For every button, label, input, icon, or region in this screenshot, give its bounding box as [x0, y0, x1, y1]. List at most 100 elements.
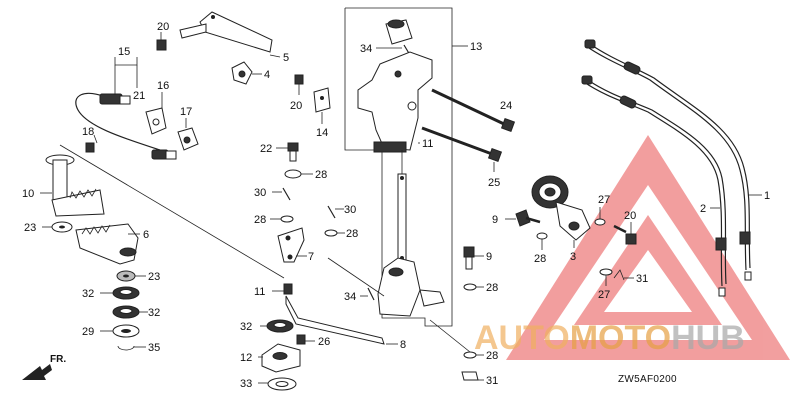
- bracket-15: [313, 87, 331, 113]
- bearing-32-a: [112, 286, 140, 300]
- assembly-box-outline: [344, 7, 453, 327]
- callout-label: 1: [764, 190, 770, 202]
- leader-19: [93, 134, 98, 144]
- watermark-logo: [506, 135, 790, 360]
- callout-label: 33: [240, 378, 252, 390]
- washer-25: [594, 218, 606, 226]
- callout-label: 11: [254, 286, 265, 298]
- bearing-32-b: [112, 305, 140, 319]
- callout-label: 31: [486, 375, 498, 387]
- washer-28-right-a: [463, 283, 477, 291]
- callout-label: 9: [492, 214, 498, 226]
- callout-label: 27: [598, 194, 610, 206]
- callout-label: 6: [143, 229, 149, 241]
- callout-label: 31: [636, 273, 648, 285]
- bearing-32-c: [266, 319, 294, 333]
- bolt-9-mid: [463, 246, 475, 270]
- bolt-19: [85, 142, 95, 153]
- callout-labels: 20 5 4 15 16 21 17 18 10 23 6 23 32 32 2…: [22, 21, 770, 390]
- assembly-line-mid: [327, 257, 385, 297]
- callout-label: 23: [148, 271, 160, 283]
- pin-34-bottom: [367, 287, 375, 301]
- callout-label: 8: [400, 339, 406, 351]
- cable-drum-3: [531, 175, 591, 241]
- bolt-20-mid: [294, 74, 304, 95]
- callout-label: 28: [534, 253, 546, 265]
- callout-label: 20: [290, 100, 302, 112]
- callout-label: 32: [148, 307, 160, 319]
- callout-label: 7: [308, 251, 314, 263]
- washer-27-lower: [116, 270, 136, 282]
- callout-label: 28: [346, 228, 358, 240]
- switch-connector: [151, 149, 177, 160]
- callout-label: 22: [260, 143, 272, 155]
- callout-label: 15: [118, 46, 130, 58]
- washer-28-lower-right: [599, 268, 613, 276]
- callout-label: 11: [422, 138, 433, 150]
- cable-end-24: [99, 93, 131, 105]
- callout-label: 28: [486, 282, 498, 294]
- bolt-9-right: [515, 209, 541, 227]
- washer-28-mid: [324, 229, 338, 237]
- callout-label: 5: [283, 52, 289, 64]
- callout-label: 28: [486, 350, 498, 362]
- callout-label: 28: [254, 214, 266, 226]
- circlip-35: [117, 345, 135, 351]
- washer-28-left: [280, 215, 294, 223]
- housing-12: [357, 51, 433, 153]
- pin-30-left: [282, 187, 291, 201]
- callout-label: 25: [488, 177, 500, 189]
- callout-label: 21: [133, 90, 145, 102]
- throttle-cable-2: [581, 75, 727, 297]
- callout-label: 12: [240, 352, 252, 364]
- washer-26: [284, 169, 302, 179]
- diagram-code: ZW5AF0200: [618, 374, 677, 385]
- callout-label: 27: [598, 289, 610, 301]
- leader-5: [269, 54, 281, 58]
- throttle-cable-16: [75, 92, 161, 151]
- callout-label: 13: [470, 41, 482, 53]
- callout-label: 20: [624, 210, 636, 222]
- callout-label: 32: [240, 321, 252, 333]
- callout-label: 3: [570, 251, 576, 263]
- clip-31-right: [613, 269, 625, 281]
- sector-gear-6: [75, 223, 139, 265]
- callout-label: 18: [82, 126, 94, 138]
- washer-28-drum: [536, 232, 548, 240]
- callout-label: 23: [24, 222, 36, 234]
- leader-16a: [114, 57, 138, 66]
- callout-label: 29: [82, 326, 94, 338]
- assembly-line-right: [429, 319, 471, 353]
- holder-13: [261, 343, 301, 373]
- callout-label: 9: [486, 251, 492, 263]
- rod-8: [285, 295, 385, 345]
- callout-label: 24: [500, 100, 512, 112]
- shaft-10: [45, 154, 105, 217]
- knob-cap: [385, 19, 413, 45]
- callout-label: 32: [82, 288, 94, 300]
- washer-28-right-b: [463, 351, 477, 359]
- bolt-22: [287, 142, 299, 162]
- clamp-18: [177, 127, 199, 151]
- washer-33: [267, 377, 297, 391]
- link-rod: [397, 173, 407, 263]
- callout-label: 30: [344, 204, 356, 216]
- callout-label: 30: [254, 187, 266, 199]
- front-direction-label: FR.: [50, 354, 66, 365]
- bolt-20-top: [156, 32, 167, 51]
- callout-label: 4: [264, 69, 270, 81]
- throttle-cable-1: [584, 39, 752, 281]
- bracket-5: [179, 11, 273, 53]
- lever-7: [277, 227, 305, 263]
- callout-label: 28: [315, 169, 327, 181]
- bolt-23-lower: [421, 126, 503, 163]
- callout-label: 34: [360, 43, 372, 55]
- clip-4: [231, 61, 253, 85]
- callout-label: 35: [148, 342, 160, 354]
- callout-label: 14: [316, 127, 328, 139]
- callout-label: 2: [700, 203, 706, 215]
- washer-29: [112, 324, 140, 338]
- callout-label: 16: [157, 80, 169, 92]
- washer-27-upper: [51, 221, 73, 233]
